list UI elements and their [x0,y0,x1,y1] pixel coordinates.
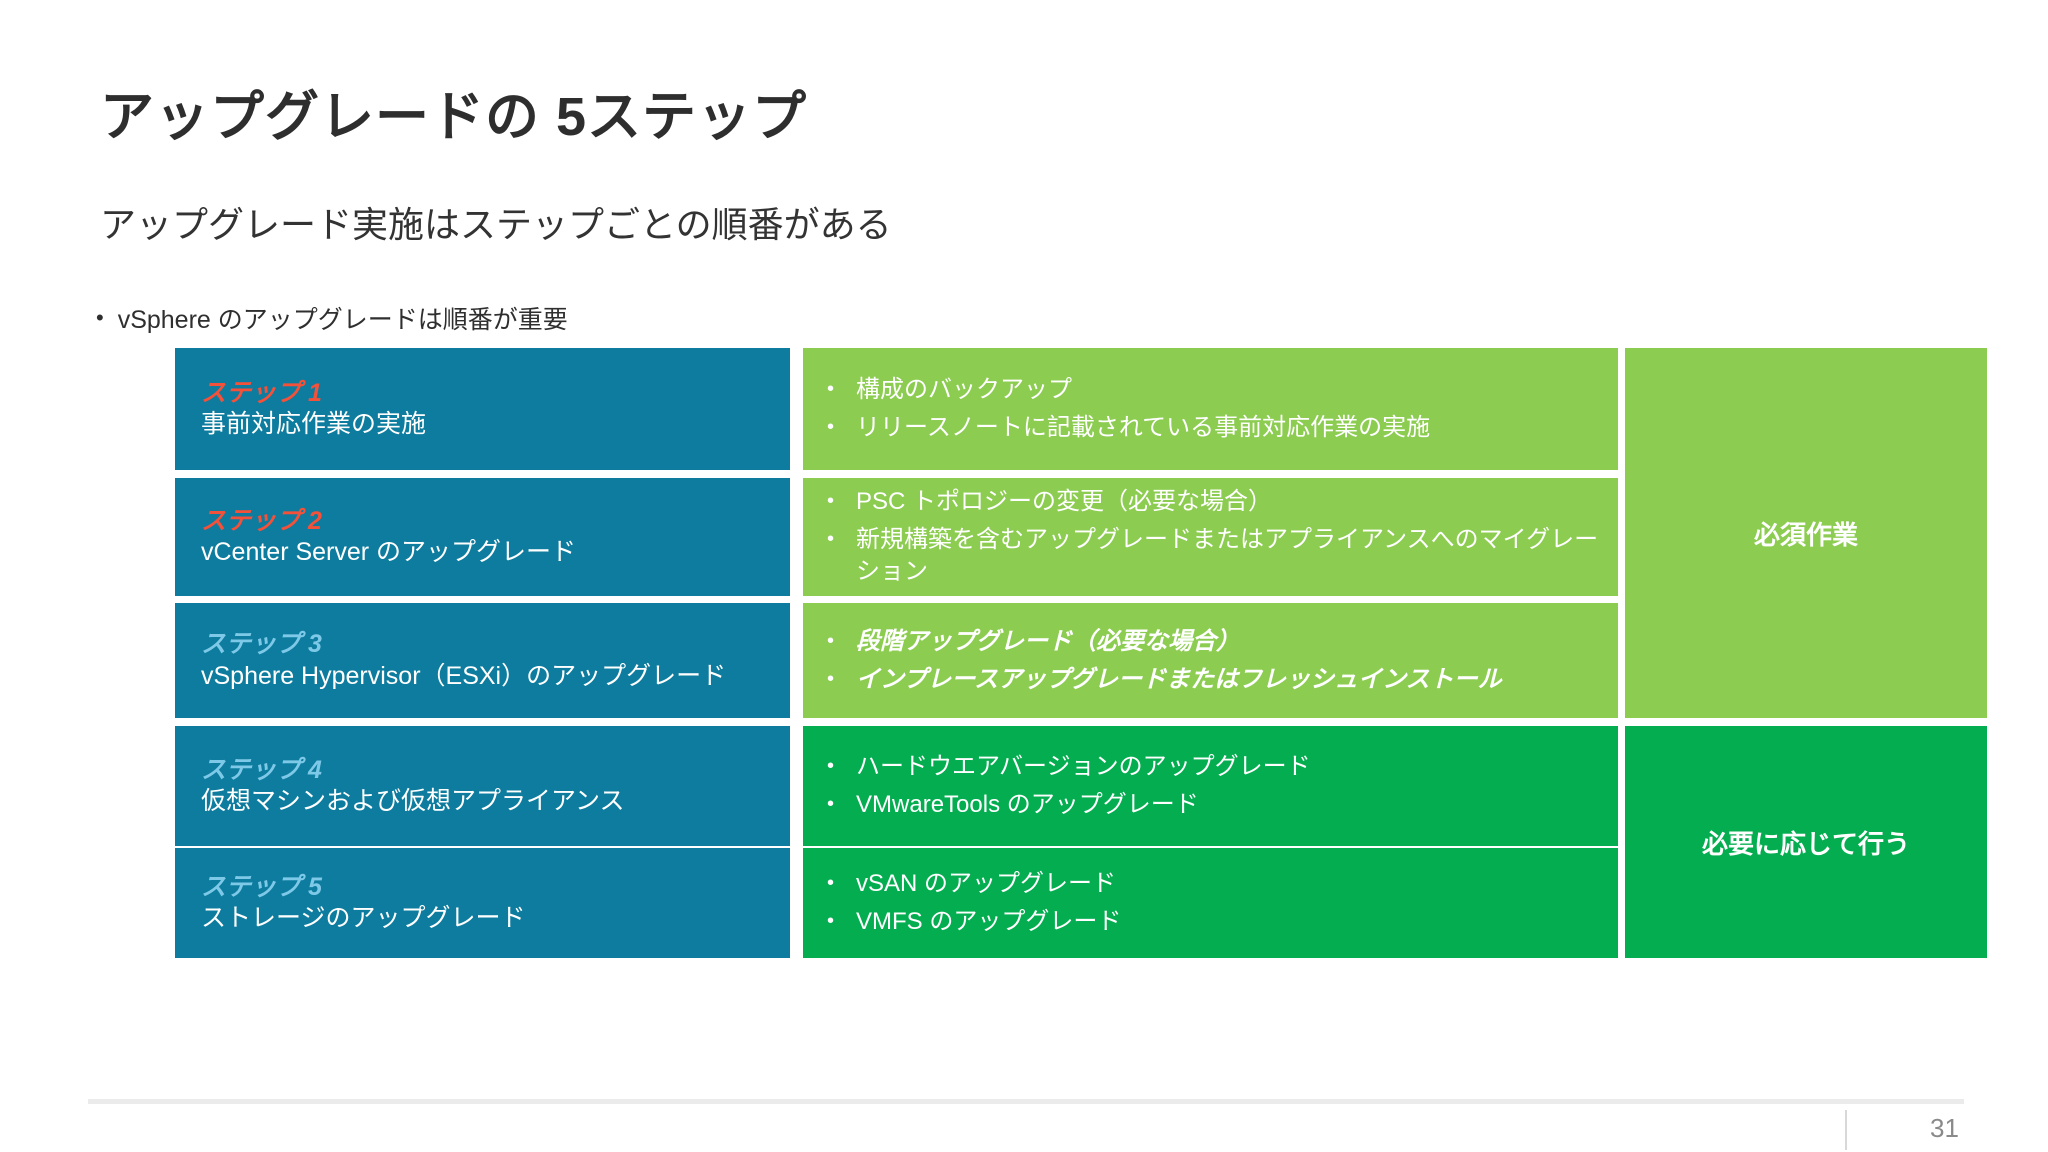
footer-vertical-divider [1845,1110,1847,1150]
detail-item-text: PSC トポロジーの変更（必要な場合） [856,488,1273,516]
upgrade-steps-matrix: ステップ 1 事前対応作業の実施 • 構成のバックアップ • リリースノートに記載されてい… [175,348,1987,958]
page-title: アップグレードの 5ステップ [100,87,808,147]
bullet-point-icon: • [827,629,835,652]
step-card-4: ステップ 4 仮想マシンおよび仮想アプライアンス [175,726,790,846]
bullet-point-icon: • [827,793,835,815]
bullet-point-icon: • [827,378,835,401]
detail-item-text: VMwareTools のアップグレード [856,791,1199,818]
detail-item-text: ハードウエアバージョンのアップグレード [856,753,1311,781]
detail-item-text: リリースノートに記載されている事前対応作業の実施 [856,414,1431,441]
detail-item: • PSC トポロジーの変更（必要な場合） [827,486,1600,518]
summary-card-2: 必要に応じて行う [1625,726,1987,958]
detail-card-2: • PSC トポロジーの変更（必要な場合） • 新規構築を含むアップグレードまたはアプ… [803,478,1618,596]
step-name-5: ストレージのアップグレード [201,904,526,933]
step-tag-2: ステップ 2 [201,506,322,535]
detail-item: • 構成のバックアップ [827,374,1600,406]
step-card-1: ステップ 1 事前対応作業の実施 [175,348,790,470]
step-tag-5: ステップ 5 [201,872,322,901]
detail-card-1: • 構成のバックアップ • リリースノートに記載されている事前対応作業の実施 [803,348,1618,470]
bullet-point-icon: • [827,910,835,932]
detail-card-5: • vSAN のアップグレード • VMFS のアップグレード [803,848,1618,958]
detail-item-text: VMFS のアップグレード [856,908,1122,935]
page-subtitle: アップグレード実施はステップごとの順番がある [100,204,892,245]
step-name-3: vSphere Hypervisor（ESXi）のアップグレード [201,661,727,690]
detail-item-text: インプレースアップグレードまたはフレッシュインストール [856,665,1502,693]
detail-item-text: 構成のバックアップ [856,376,1073,404]
bullet-point-icon: • [96,305,104,330]
step-tag-1: ステップ 1 [201,378,322,407]
detail-card-3: • 段階アップグレード（必要な場合） • インプレースアップグレードまたはフレッシュイ… [803,603,1618,718]
bullet-point-icon: • [827,528,835,551]
step-name-2: vCenter Server のアップグレード [201,538,577,567]
step-name-4: 仮想マシンおよび仮想アプライアンス [201,787,625,816]
step-name-1: 事前対応作業の実施 [201,410,427,439]
detail-item-text: 段階アップグレード（必要な場合） [856,627,1241,655]
intro-bullet-text: vSphere のアップグレードは順番が重要 [117,306,568,334]
bullet-point-icon: • [827,490,835,513]
detail-item: • 段階アップグレード（必要な場合） [827,626,1600,658]
intro-bullet: • vSphere のアップグレードは順番が重要 [96,300,568,336]
page-number: 31 [1930,1113,1959,1143]
detail-card-4: • ハードウエアバージョンのアップグレード • VMwareTools のアップグレー… [803,726,1618,846]
detail-item-text: vSAN のアップグレード [856,870,1117,898]
detail-item: • VMFS のアップグレード [827,906,1600,938]
bullet-point-icon: • [827,755,835,778]
step-tag-4: ステップ 4 [201,755,322,784]
detail-item: • ハードウエアバージョンのアップグレード [827,751,1600,783]
step-card-5: ステップ 5 ストレージのアップグレード [175,848,790,958]
summary-card-1: 必須作業 [1625,348,1987,718]
bullet-point-icon: • [827,872,835,895]
detail-item: • リリースノートに記載されている事前対応作業の実施 [827,412,1600,444]
detail-item-text: 新規構築を含むアップグレードまたはアプライアンスへのマイグレーション [856,526,1599,585]
detail-item: • vSAN のアップグレード [827,868,1600,900]
bullet-point-icon: • [827,667,835,690]
step-tag-3: ステップ 3 [201,630,322,659]
bullet-point-icon: • [827,416,835,438]
detail-item: • インプレースアップグレードまたはフレッシュインストール [827,664,1600,696]
detail-item: • 新規構築を含むアップグレードまたはアプライアンスへのマイグレーション [827,524,1600,587]
step-card-2: ステップ 2 vCenter Server のアップグレード [175,478,790,596]
footer-divider [88,1099,1964,1104]
detail-item: • VMwareTools のアップグレード [827,789,1600,821]
